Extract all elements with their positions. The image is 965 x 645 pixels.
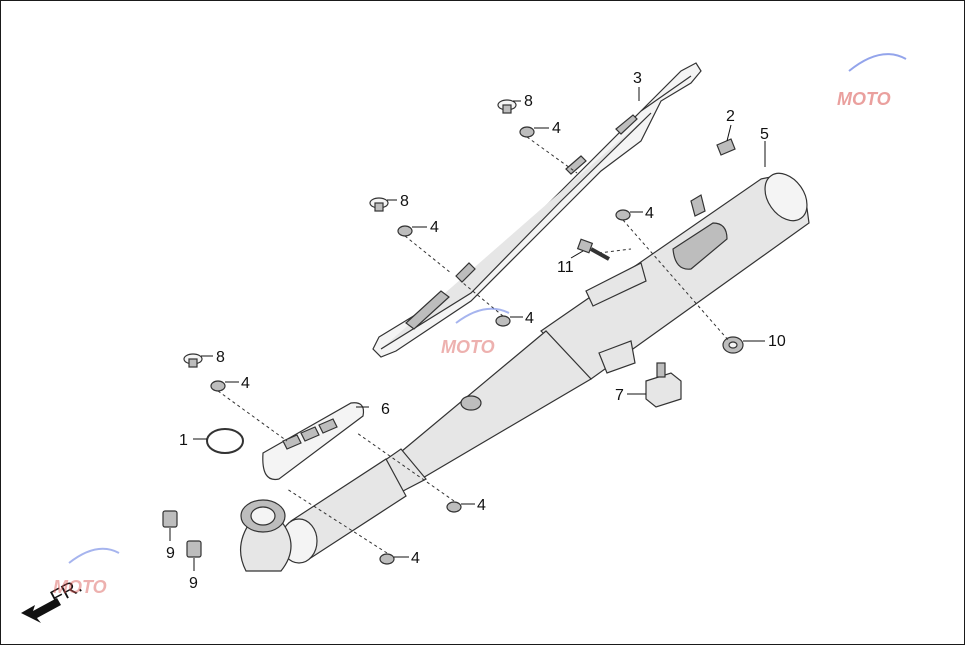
watermark-logo-bottom-left: MOTO <box>53 547 120 597</box>
callout-3: 3 <box>633 70 642 101</box>
callout-4a: 4 <box>534 120 561 137</box>
nut-lower <box>186 540 202 558</box>
clip-part <box>716 138 736 156</box>
svg-text:4: 4 <box>645 205 654 222</box>
callout-9a: 9 <box>166 528 175 562</box>
callout-10: 10 <box>743 333 786 350</box>
callout-4c: 4 <box>630 205 654 222</box>
svg-text:4: 4 <box>430 219 439 236</box>
svg-text:4: 4 <box>411 550 420 567</box>
svg-text:11: 11 <box>557 259 574 276</box>
screw-low <box>183 353 203 368</box>
svg-text:8: 8 <box>524 93 533 110</box>
svg-text:MOTO: MOTO <box>837 89 891 109</box>
callout-4b: 4 <box>412 219 439 236</box>
svg-text:9: 9 <box>189 575 198 592</box>
svg-text:4: 4 <box>477 497 486 514</box>
screw-mid <box>369 197 389 212</box>
muffler-assembly <box>240 172 810 572</box>
svg-text:4: 4 <box>552 120 561 137</box>
callout-4f: 4 <box>461 497 486 514</box>
callout-2: 2 <box>726 108 735 142</box>
gasket-ring <box>206 428 244 454</box>
bolt <box>576 238 610 261</box>
callout-8a: 8 <box>513 93 533 110</box>
callout-4g: 4 <box>394 550 420 567</box>
callout-5: 5 <box>760 126 769 167</box>
callout-4e: 4 <box>225 375 250 392</box>
callout-7: 7 <box>615 387 646 404</box>
svg-text:1: 1 <box>179 432 188 449</box>
svg-text:MOTO: MOTO <box>53 577 107 597</box>
callout-1: 1 <box>179 432 207 449</box>
rubber-mount <box>645 362 682 408</box>
heat-shield-upper <box>372 62 702 358</box>
assembly-guide-lines <box>217 136 730 554</box>
flange-nut <box>722 336 744 354</box>
nut-upper <box>162 510 178 528</box>
svg-text:8: 8 <box>400 193 409 210</box>
svg-text:10: 10 <box>768 333 786 350</box>
callout-8b: 8 <box>387 193 409 210</box>
callout-9b: 9 <box>189 558 198 592</box>
watermark-logo-center: MOTO <box>441 307 510 357</box>
watermark-logo-top-right: MOTO <box>837 53 907 109</box>
heat-shield-lower <box>262 402 365 481</box>
svg-text:3: 3 <box>633 70 642 87</box>
svg-text:MOTO: MOTO <box>441 337 495 357</box>
callout-8c: 8 <box>201 349 225 366</box>
svg-text:6: 6 <box>381 401 390 418</box>
screw-top <box>497 99 517 114</box>
svg-text:8: 8 <box>216 349 225 366</box>
svg-text:5: 5 <box>760 126 769 143</box>
callout-6: 6 <box>356 401 390 418</box>
callout-4d: 4 <box>510 310 534 327</box>
svg-text:7: 7 <box>615 387 624 404</box>
svg-text:2: 2 <box>726 108 735 125</box>
front-direction-arrow-icon <box>21 598 61 623</box>
svg-text:4: 4 <box>241 375 250 392</box>
callout-11: 11 <box>557 250 584 276</box>
svg-text:4: 4 <box>525 310 534 327</box>
svg-text:9: 9 <box>166 545 175 562</box>
